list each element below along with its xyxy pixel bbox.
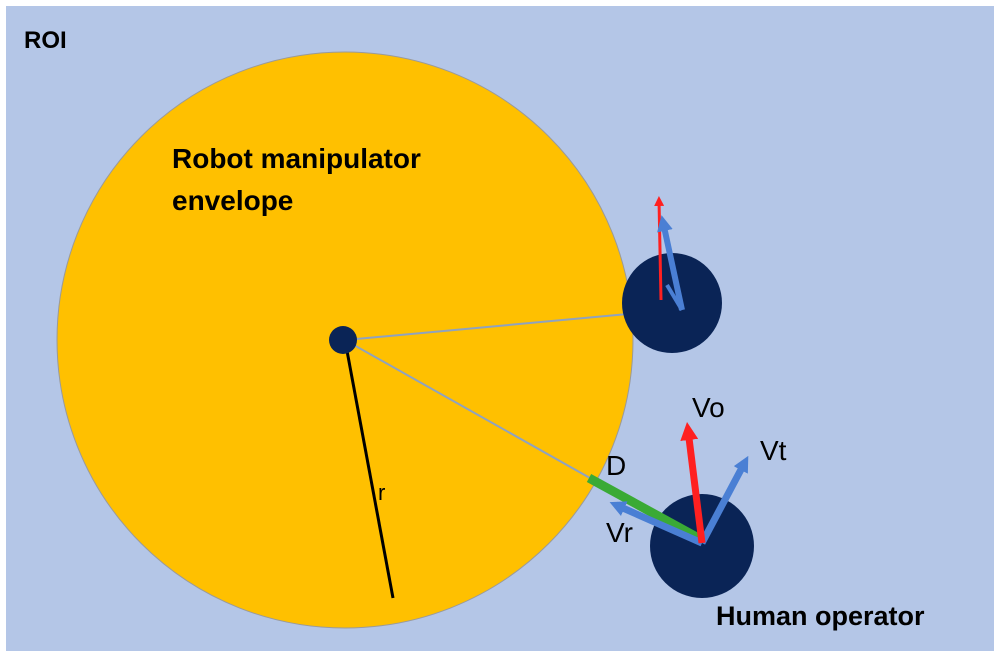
operator-upper-velocity-blue-inner xyxy=(665,283,684,312)
connector-upper xyxy=(344,309,673,341)
operator-upper-velocity-red xyxy=(654,196,665,301)
radius-label: r xyxy=(378,480,385,505)
operator-upper xyxy=(622,253,722,353)
distance-d-line xyxy=(586,474,705,544)
vector-vt-label: Vt xyxy=(760,435,787,466)
vector-vo-label: Vo xyxy=(692,392,725,423)
roi-label: ROI xyxy=(24,27,67,54)
vector-vr-label: Vr xyxy=(606,517,633,548)
operator-upper-velocity-blue xyxy=(657,215,685,311)
human-operator-label: Human operator xyxy=(716,601,925,631)
robot-base-center xyxy=(329,326,357,354)
vector-vo xyxy=(680,422,706,544)
operator-lower xyxy=(650,494,754,598)
envelope-label-line2: envelope xyxy=(172,185,293,216)
distance-d-label: D xyxy=(606,450,626,481)
radius-line xyxy=(343,339,395,599)
vector-vr xyxy=(609,501,704,547)
vector-vt xyxy=(698,455,749,545)
envelope-label-line1: Robot manipulator xyxy=(172,143,421,174)
